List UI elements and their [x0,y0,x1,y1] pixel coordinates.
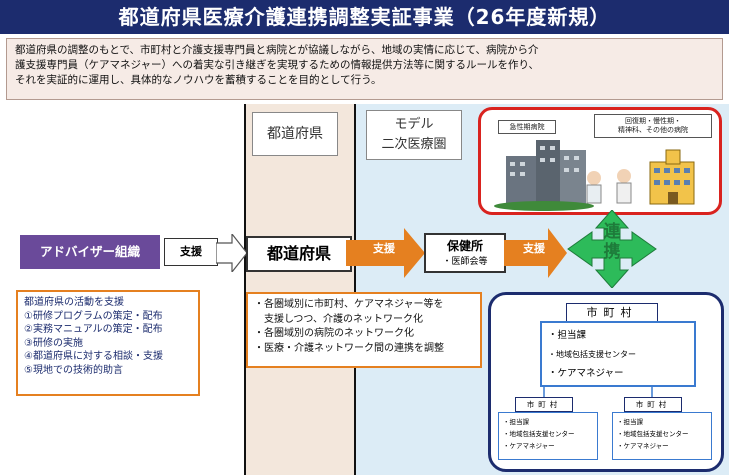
activity-item: ④都道府県に対する相談・支援 [24,351,163,362]
recovery-label-line-2: 精神科、その他の病院 [618,126,688,134]
model-area-header: モデル 二次医療圏 [366,110,462,160]
activity-item: ⑤現地での技術的助言 [24,364,123,376]
municipality-small-box: ・担当課 ・地域包括支援センター ・ケアマネジャー [612,412,712,460]
action-item: ・各圏域別に市町村、ケアマネジャー等を [254,299,444,310]
support-arrow-icon [504,228,567,278]
coordination-label: 連 携 [590,222,634,262]
activity-item: ①研修プログラムの策定・配布 [24,310,163,322]
acute-hospital-label: 急性期病院 [498,120,556,134]
connector-lines [543,387,653,397]
municipality-small-item: ・地域包括支援センター [617,430,689,438]
prefecture-column-header: 都道府県 [252,112,338,156]
action-item: 支援しつつ、介護のネットワーク化 [254,313,423,325]
intro-line-2: 護支援専門員（ケアマネジャー）への着実な引き継ぎを実現するための情報提供方法等に… [15,59,540,71]
support-label-2: 支援 [373,242,395,255]
advisor-organization-box: アドバイザー組織 [20,235,160,269]
coordination-arrows-icon [567,210,657,288]
prefecture-box: 都道府県 [246,236,352,272]
page-title: 都道府県医療介護連携調整実証事業（26年度新規） [0,0,729,34]
intro-line-1: 都道府県の調整のもとで、市町村と介護支援専門員と病院とが協議しながら、地域の実情… [15,44,539,56]
support-label-3: 支援 [523,242,545,255]
municipality-small-item: ・地域包括支援センター [503,430,575,438]
municipality-small-item: ・担当課 [617,418,643,426]
model-header-line-2: 二次医療圏 [381,137,447,152]
municipality-small-item: ・ケアマネジャー [503,442,555,450]
hospital-illustration-icon [494,140,695,211]
recovery-label-line-1: 回復期・慢性期・ [625,117,681,125]
support-arrow-icon [346,228,425,278]
intro-text: 都道府県の調整のもとで、市町村と介護支援専門員と病院とが協議しながら、地域の実情… [6,38,723,100]
municipality-item: ・担当課 [548,330,587,341]
municipality-small-title: 市町村 [624,397,682,412]
municipality-small-item: ・担当課 [503,418,529,426]
action-item: ・各圏域別の病院のネットワーク化 [254,328,414,339]
activities-heading: 都道府県の活動を支援 [24,297,124,308]
activity-item: ②実務マニュアルの策定・配布 [24,324,163,335]
health-center-name: 保健所 [446,239,483,253]
support-label-1: 支援 [164,238,218,266]
health-center-box: 保健所 ・医師会等 [424,233,506,273]
coordination-char-2: 携 [603,242,621,262]
prefecture-actions-box: ・各圏域別に市町村、ケアマネジャー等を 支援しつつ、介護のネットワーク化 ・各圏… [246,292,482,368]
model-header-line-1: モデル [394,117,434,132]
intro-line-3: それを実証的に運用し、具体的なノウハウを蓄積することを目的として行う。 [15,74,382,86]
action-item: ・医療・介護ネットワーク間の連携を調整 [254,342,444,354]
advisor-activities-box: 都道府県の活動を支援 ①研修プログラムの策定・配布 ②実務マニュアルの策定・配布… [16,290,200,396]
municipality-main-box: ・担当課 ・地域包括支援センター ・ケアマネジャー [540,321,696,387]
recovery-hospital-label: 回復期・慢性期・ 精神科、その他の病院 [594,114,712,138]
municipality-item: ・ケアマネジャー [548,368,624,379]
prefecture-column [244,104,356,475]
municipality-small-title: 市町村 [515,397,573,412]
health-center-sub: ・医師会等 [442,257,488,267]
activity-item: ③研修の実施 [24,337,83,349]
municipality-title: 市町村 [566,303,658,323]
municipality-item: ・地域包括支援センター [548,350,636,359]
municipality-small-item: ・ケアマネジャー [617,442,669,450]
municipality-small-box: ・担当課 ・地域包括支援センター ・ケアマネジャー [498,412,598,460]
arrow-right-icon [216,234,248,272]
coordination-char-1: 連 [603,222,621,242]
